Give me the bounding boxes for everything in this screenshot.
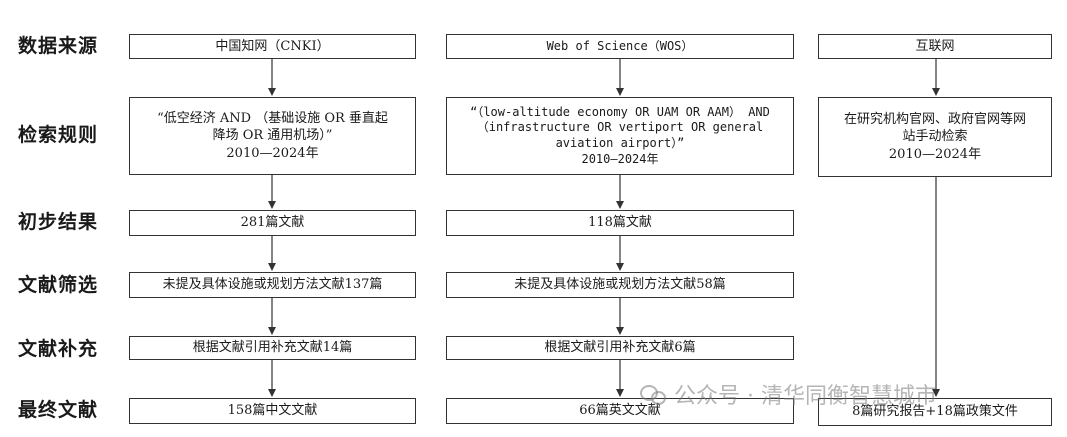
cnki-supplement-box: 根据文献引用补充文献14篇 [129,336,416,360]
cnki-initial-text: 281篇文献 [240,215,305,231]
cnki-initial-box: 281篇文献 [129,210,416,236]
row-label-screening: 文献筛选 [18,274,99,296]
cnki-rule-box: “低空经济 AND （基础设施 OR 垂直起 降场 OR 通用机场）” 2010… [129,97,416,175]
wos-source-box: Web of Science（WOS） [446,34,794,59]
cnki-rule-text: “低空经济 AND （基础设施 OR 垂直起 降场 OR 通用机场）” 2010… [157,110,388,161]
row-label-final: 最终文献 [18,399,99,421]
web-rule-box: 在研究机构官网、政府官网等网 站手动检索 2010—2024年 [818,97,1052,177]
cnki-final-box: 158篇中文文献 [129,398,416,424]
watermark-text: 公众号 · 清华同衡智慧城市 [674,384,937,409]
web-final-text: 8篇研究报告+18篇政策文件 [852,404,1018,420]
row-label-initial: 初步结果 [18,211,99,233]
cnki-screening-text: 未提及具体设施或规划方法文献137篇 [162,277,383,293]
wos-rule-text: “（low-altitude economy OR UAM OR AAM） AN… [470,104,770,166]
web-final-box: 8篇研究报告+18篇政策文件 [818,398,1052,426]
wos-initial-text: 118篇文献 [588,215,652,231]
wos-supplement-box: 根据文献引用补充文献6篇 [446,336,794,360]
wos-initial-box: 118篇文献 [446,210,794,236]
watermark: 公众号 · 清华同衡智慧城市 [640,378,937,410]
wos-source-text: Web of Science（WOS） [546,39,694,54]
row-label-supplement: 文献补充 [18,338,99,360]
cnki-source-box: 中国知网（CNKI） [129,34,416,59]
cnki-final-text: 158篇中文文献 [227,403,318,419]
wos-final-text: 66篇英文文献 [579,403,661,419]
web-rule-text: 在研究机构官网、政府官网等网 站手动检索 2010—2024年 [843,111,1026,162]
wos-supplement-text: 根据文献引用补充文献6篇 [544,340,696,356]
wechat-icon [640,383,666,405]
wos-rule-box: “（low-altitude economy OR UAM OR AAM） AN… [446,97,794,175]
wos-screening-box: 未提及具体设施或规划方法文献58篇 [446,272,794,298]
row-label-rules: 检索规则 [18,124,99,146]
web-source-text: 互联网 [915,38,955,54]
cnki-supplement-text: 根据文献引用补充文献14篇 [192,340,353,356]
row-label-source: 数据来源 [18,35,99,57]
cnki-source-text: 中国知网（CNKI） [215,38,330,54]
web-source-box: 互联网 [818,34,1052,59]
cnki-screening-box: 未提及具体设施或规划方法文献137篇 [129,272,416,298]
wos-final-box: 66篇英文文献 [446,398,794,424]
wos-screening-text: 未提及具体设施或规划方法文献58篇 [514,277,726,293]
